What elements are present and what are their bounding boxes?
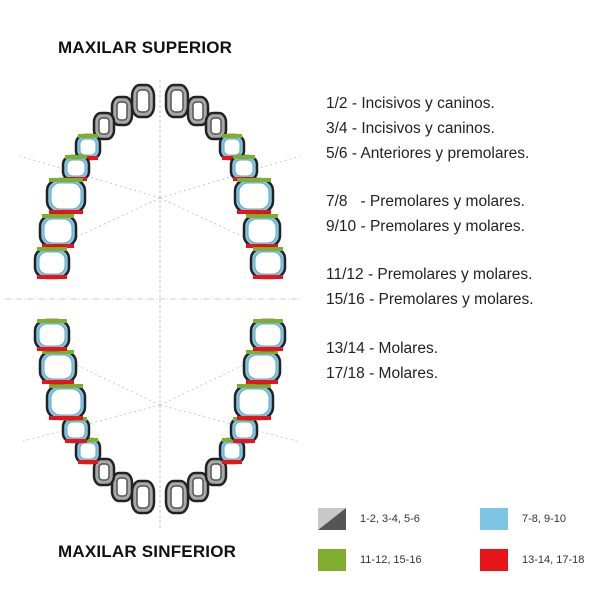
- tooth: [186, 95, 210, 127]
- tooth: [233, 383, 275, 421]
- tooth: [249, 318, 287, 352]
- description-item: 15/16 - Premolares y molares.: [326, 291, 534, 308]
- lower-jaw-title: MAXILAR SINFERIOR: [58, 542, 237, 561]
- tooth: [218, 437, 246, 465]
- guide-line: [159, 197, 251, 241]
- tooth: [45, 177, 87, 215]
- description-item: 9/10 - Premolares y molares.: [326, 218, 525, 235]
- guide-line: [19, 155, 161, 199]
- tooth: [242, 349, 282, 385]
- description-item: 1/2 - Incisivos y caninos.: [326, 95, 495, 112]
- tooth: [61, 154, 91, 182]
- tooth: [92, 111, 116, 141]
- tooth: [74, 133, 102, 161]
- description-item: 7/8 - Premolares y molares.: [326, 193, 525, 210]
- description-item: 17/18 - Molares.: [326, 365, 438, 382]
- guide-line: [69, 361, 161, 406]
- lower-teeth: [33, 318, 287, 515]
- legend-label: 7-8, 9-10: [522, 513, 567, 525]
- legend-label: 11-12, 15-16: [360, 554, 422, 566]
- tooth: [130, 83, 156, 119]
- guide-line: [159, 361, 251, 406]
- description-item: 11/12 - Premolares y molares.: [326, 266, 533, 283]
- tooth: [249, 246, 287, 280]
- tooth: [33, 246, 71, 280]
- tooth: [186, 471, 210, 503]
- guide-line: [19, 404, 161, 443]
- guide-line: [69, 197, 161, 241]
- guide-line: [159, 155, 301, 199]
- tooth: [130, 479, 156, 515]
- tooth: [45, 383, 87, 421]
- legend-label: 13-14, 17-18: [522, 554, 585, 566]
- description-item: 3/4 - Incisivos y caninos.: [326, 120, 495, 137]
- tooth: [204, 111, 228, 141]
- tooth: [229, 154, 259, 182]
- tooth: [233, 177, 275, 215]
- description-item: 13/14 - Molares.: [326, 340, 438, 357]
- tooth: [61, 416, 91, 444]
- legend-swatch-green: [318, 549, 346, 571]
- tooth: [74, 437, 102, 465]
- guide-lines: [5, 80, 301, 530]
- tooth: [110, 95, 134, 127]
- legend-swatch-gray: [318, 508, 346, 530]
- tooth: [164, 83, 190, 119]
- tooth: [92, 457, 116, 487]
- upper-teeth: [33, 83, 287, 280]
- dental-arch-diagram: [5, 80, 301, 530]
- tooth: [204, 457, 228, 487]
- tooth: [164, 479, 190, 515]
- tooth: [38, 349, 78, 385]
- legend-swatch-blue: [480, 508, 508, 530]
- tooth: [33, 318, 71, 352]
- tooth: [242, 213, 282, 249]
- guide-line: [159, 404, 301, 443]
- upper-jaw-title: MAXILAR SUPERIOR: [58, 38, 233, 57]
- description-item: 5/6 - Anteriores y premolares.: [326, 145, 530, 162]
- tooth: [110, 471, 134, 503]
- tooth: [229, 416, 259, 444]
- legend-label: 1-2, 3-4, 5-6: [360, 513, 420, 525]
- legend-swatch-red: [480, 549, 508, 571]
- tooth: [38, 213, 78, 249]
